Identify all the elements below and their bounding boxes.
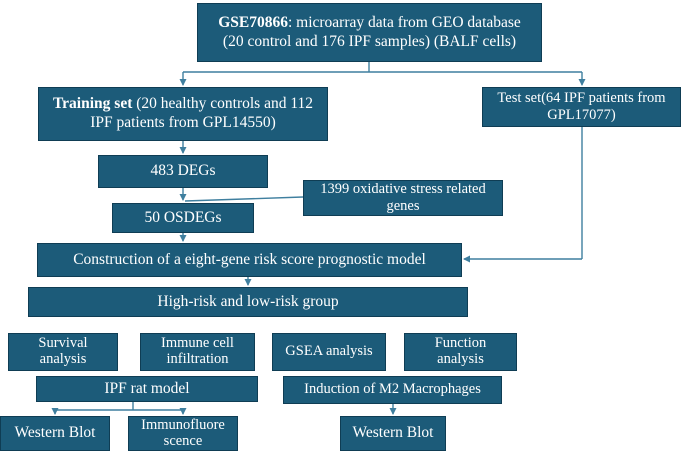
risk-model-label: Construction of a eight-gene risk score …	[73, 250, 426, 268]
gse70866-box: GSE70866: microarray data from GEO datab…	[197, 3, 542, 62]
oxidative-stress-genes-box: 1399 oxidative stress related genes	[303, 180, 503, 216]
gsea-analysis-box: GSEA analysis	[272, 333, 386, 371]
immunofluorescence-box: Immunofluore scence	[128, 416, 238, 451]
immune-infiltration-box: Immune cell infiltration	[140, 333, 255, 371]
test-set-box: Test set(64 IPF patients from GPL17077)	[482, 87, 681, 127]
test-set-line1: Test set(64 IPF patients from	[497, 89, 666, 106]
survival-line2: analysis	[39, 351, 87, 367]
degs-label: 483 DEGs	[150, 162, 216, 180]
osdegs-label: 50 OSDEGs	[144, 208, 222, 226]
degs-box: 483 DEGs	[98, 155, 268, 188]
training-set-description: (20 healthy controls and 112	[132, 95, 314, 113]
ipf-rat-model-box: IPF rat model	[36, 376, 258, 402]
training-set-box: Training set (20 healthy controls and 11…	[38, 87, 328, 141]
function-line1: Function	[434, 335, 487, 352]
risk-group-label: High-risk and low-risk group	[157, 292, 339, 310]
immunofluorescence-line2: scence	[163, 432, 203, 449]
training-set-platform: IPF patients from GPL14550)	[90, 114, 276, 131]
oxidative-stress-line2: genes	[386, 198, 420, 214]
oxidative-stress-line1: 1399 oxidative stress related	[320, 180, 486, 197]
m2-macrophages-box: Induction of M2 Macrophages	[283, 376, 502, 404]
western-blot-m2-label: Western Blot	[352, 424, 434, 442]
immunofluorescence-line1: Immunofluore	[141, 416, 225, 433]
function-analysis-box: Function analysis	[404, 333, 517, 371]
risk-group-box: High-risk and low-risk group	[28, 287, 468, 317]
test-set-line2: GPL17077)	[547, 107, 616, 123]
gse70866-id: GSE70866	[218, 13, 288, 31]
ipf-rat-model-label: IPF rat model	[104, 379, 190, 397]
survival-analysis-box: Survival analysis	[8, 333, 118, 371]
gsea-label: GSEA analysis	[285, 343, 373, 360]
training-set-title: Training set	[52, 95, 133, 113]
western-blot-rat-box: Western Blot	[0, 416, 110, 451]
gse70866-description: : microarray data from GEO database	[287, 13, 521, 31]
osdegs-box: 50 OSDEGs	[112, 203, 254, 233]
gse70866-samples: (20 control and 176 IPF samples) (BALF c…	[222, 32, 517, 50]
western-blot-rat-label: Western Blot	[14, 424, 96, 442]
survival-line1: Survival	[38, 335, 88, 352]
risk-model-box: Construction of a eight-gene risk score …	[37, 243, 462, 277]
function-line2: analysis	[437, 351, 484, 367]
immune-line2: infiltration	[166, 351, 229, 367]
m2-macrophages-label: Induction of M2 Macrophages	[304, 381, 481, 398]
western-blot-m2-box: Western Blot	[340, 416, 446, 451]
immune-line1: Immune cell	[161, 335, 234, 352]
